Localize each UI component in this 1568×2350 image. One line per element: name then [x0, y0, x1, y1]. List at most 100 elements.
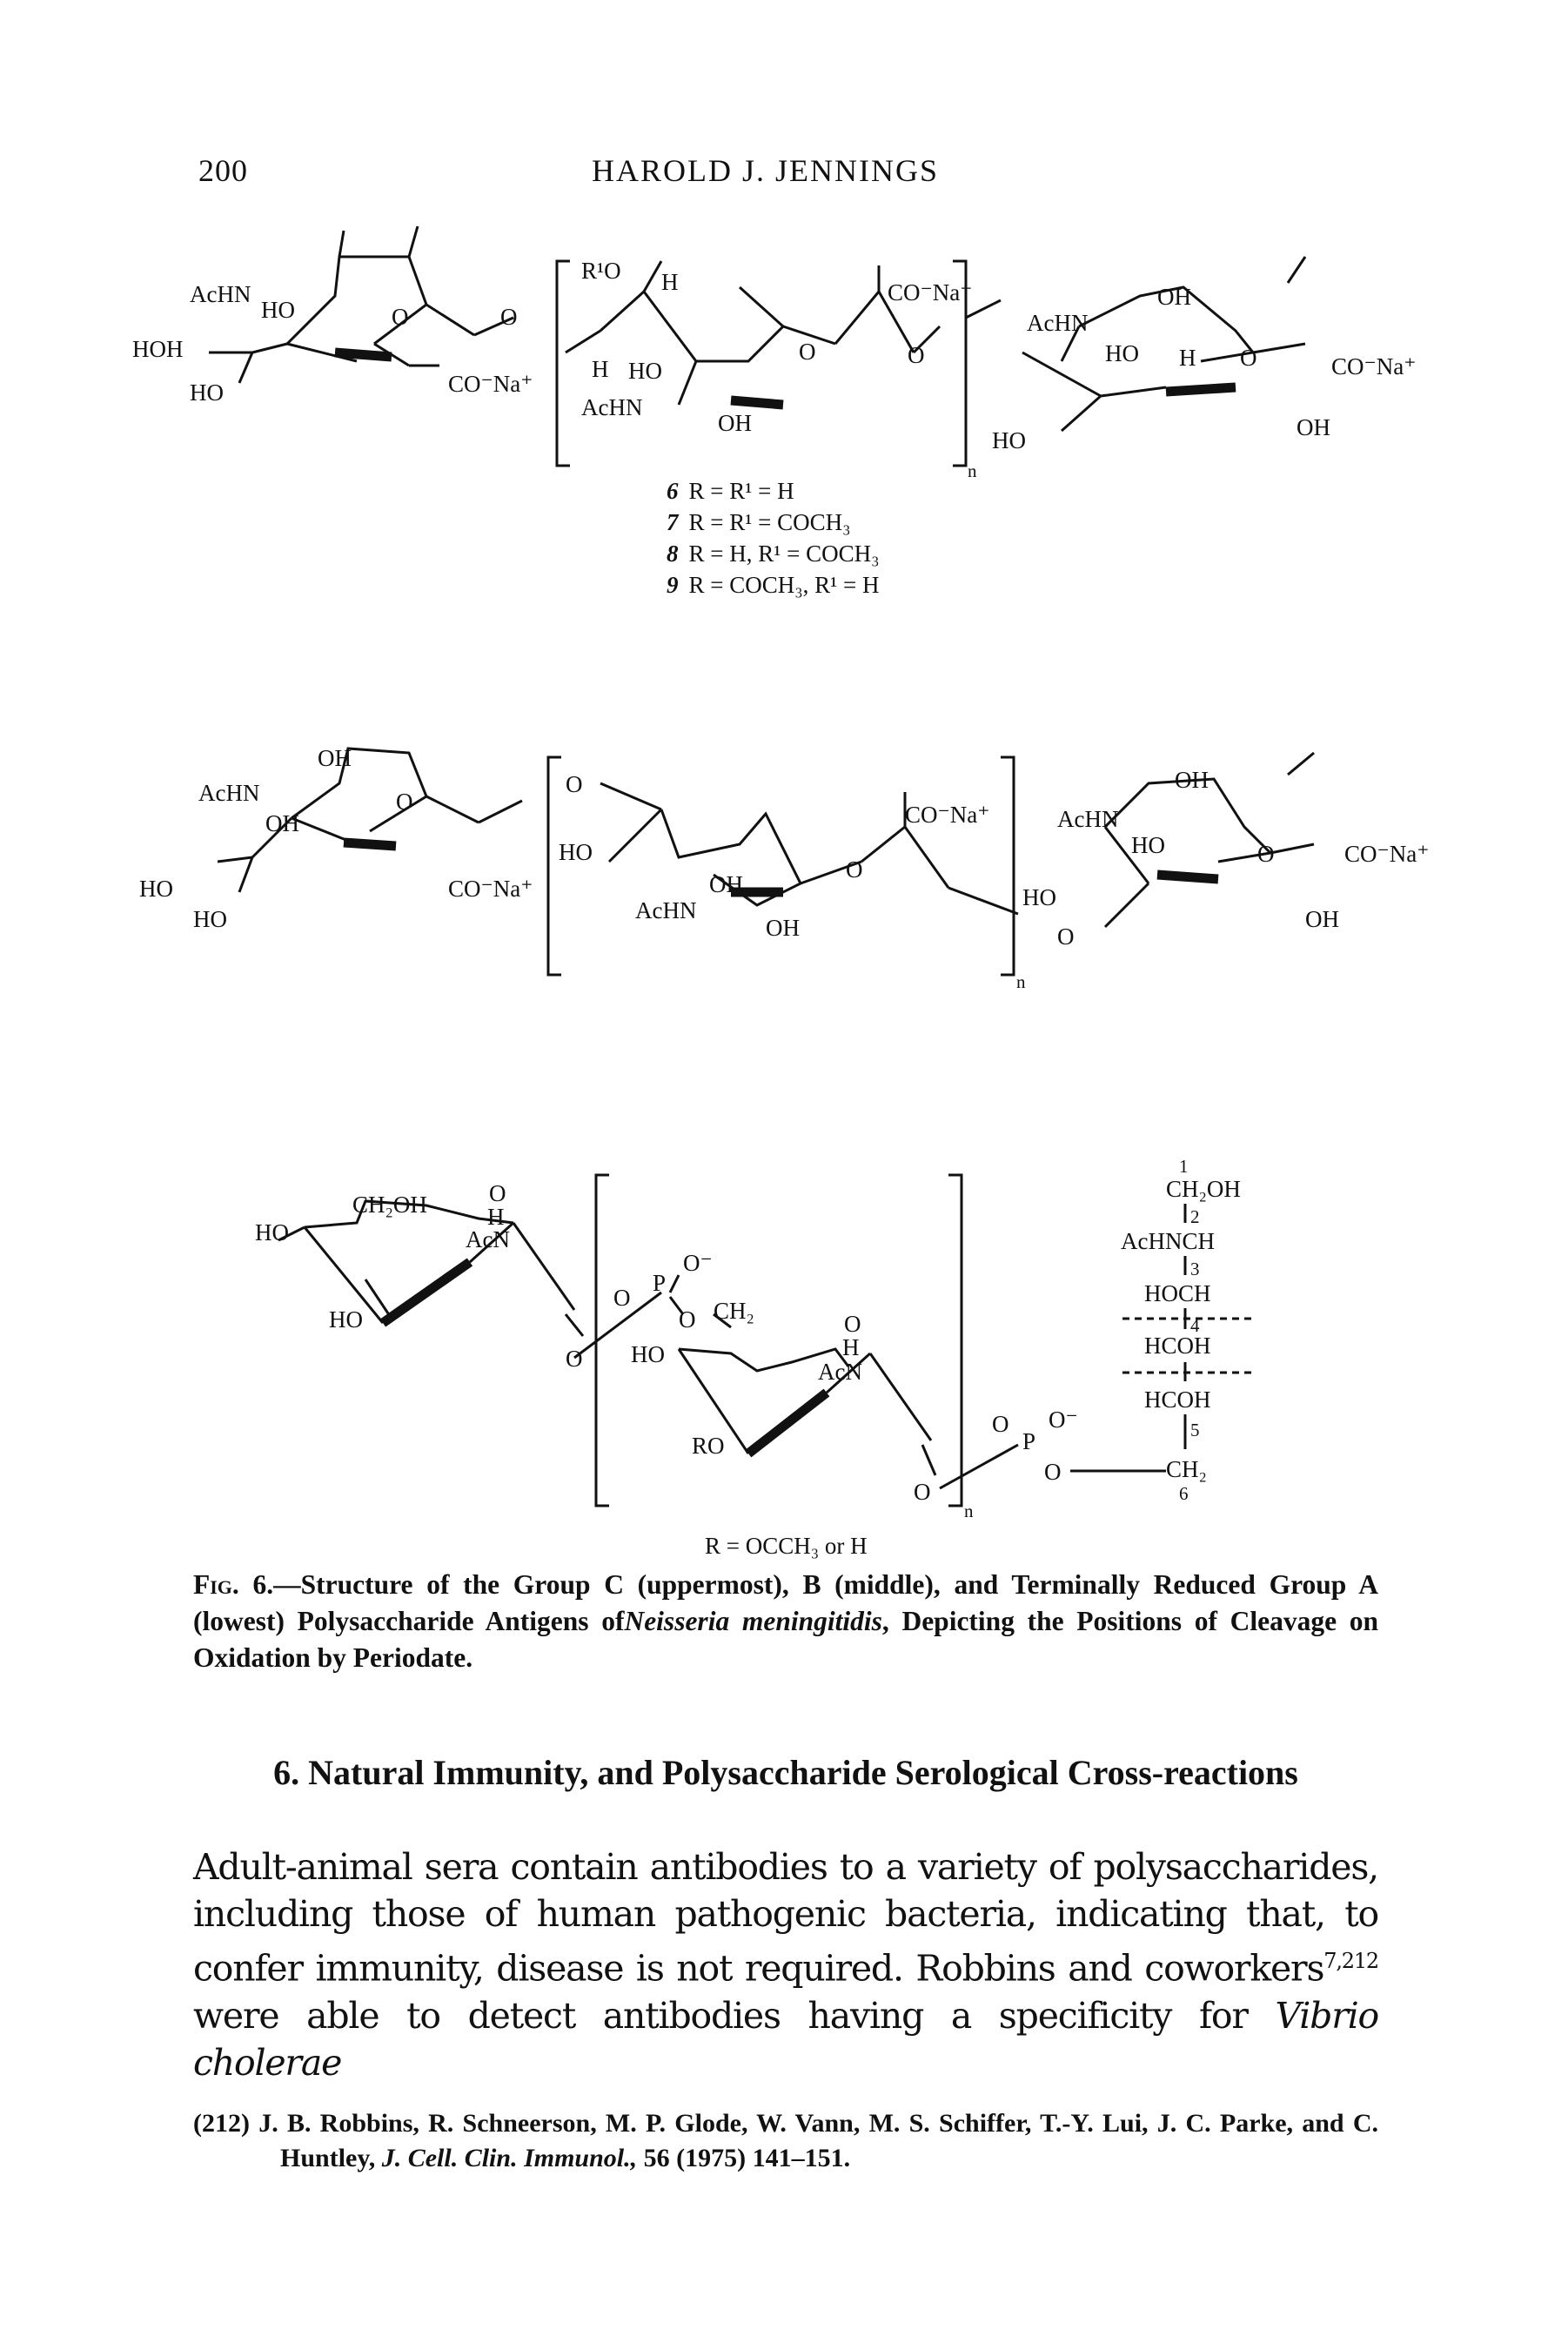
r-definition: R = OCCH₃ or H — [705, 1533, 868, 1559]
page-number: 200 — [198, 153, 248, 188]
svg-text:8R = H, R¹ = COCH₃: 8R = H, R¹ = COCH₃ — [667, 540, 880, 567]
label-oh-2: OH — [265, 810, 299, 836]
svg-text:3: 3 — [1190, 1259, 1200, 1279]
r-item-num: 8 — [667, 540, 679, 567]
label-co2na-right: CO⁻Na⁺ — [1331, 353, 1417, 379]
label-o-chain: O — [1044, 1459, 1062, 1485]
figure-caption: Fig. 6.—Structure of the Group C (upperm… — [193, 1567, 1378, 1676]
body-text-middle: were able to detect antibodies having a … — [193, 1994, 1276, 2037]
label-co2na-mid: CO⁻Na⁺ — [905, 802, 990, 828]
label-oh-right-bottom: OH — [1305, 906, 1339, 932]
svg-text:7R = R¹ = COCH₃: 7 R = R¹ = COCH₃ — [667, 509, 851, 535]
label-n: n — [968, 460, 977, 481]
label-r1o: R¹O — [581, 258, 621, 284]
label-h: H — [661, 269, 679, 295]
label-hoch: HOCH — [1144, 1280, 1211, 1306]
svg-text:1: 1 — [1179, 1156, 1189, 1177]
label-h: H — [487, 1204, 505, 1230]
svg-text:2: 2 — [1190, 1206, 1200, 1227]
label-ch2-bottom: CH₂ — [1166, 1456, 1207, 1482]
label-ho-2: HO — [329, 1306, 363, 1333]
label-o-minus1: O⁻ — [683, 1250, 713, 1276]
r-item-num: 6 — [667, 478, 679, 504]
label-p1: P — [653, 1270, 666, 1296]
label-ho: HO — [139, 876, 173, 902]
svg-text:6: 6 — [1179, 1483, 1189, 1504]
body-species: Vibrio cholerae — [193, 1994, 1379, 2084]
label-achn-right: AcHN — [1057, 806, 1118, 832]
label-ho-right: HO — [1105, 340, 1139, 366]
label-ho-2: HO — [190, 379, 224, 406]
label-oh-mid-2: OH — [766, 915, 800, 941]
label-oh-mid: OH — [718, 410, 752, 436]
label-achn-mid: AcHN — [581, 394, 642, 420]
label-oh: OH — [318, 745, 352, 771]
label-ho-mid: HO — [559, 839, 593, 865]
label-n: n — [964, 1501, 974, 1521]
section-title: 6. Natural Immunity, and Polysaccharide … — [273, 1753, 1298, 1792]
svg-text:5: 5 — [1190, 1420, 1200, 1440]
label-achn-right: AcHN — [1027, 310, 1088, 336]
r-item-text: R = R¹ = COCH₃ — [689, 509, 851, 535]
svg-text:9R = COCH₃, R¹ = H: 9 R = COCH₃, R¹ = H — [667, 572, 880, 598]
label-achn: AcHN — [190, 281, 251, 307]
label-hcoh-2: HCOH — [1144, 1386, 1211, 1413]
caption-text: —Structure of the Group C (uppermost), B… — [193, 1569, 1378, 1636]
footnote-authors: J. B. Robbins, R. Schneerson, M. P. Glod… — [258, 2109, 1379, 2172]
label-ho-right-2: HO — [1022, 884, 1056, 910]
structure-group-c: AcHN HO HOH HO CO⁻Na⁺ O O R¹O H H HO AcH… — [132, 225, 1417, 598]
r-item-num: 7 — [667, 509, 680, 535]
label-ho: HO — [255, 1219, 289, 1246]
running-head: HAROLD J. JENNINGS — [592, 153, 940, 188]
body-text: Adult-animal sera contain antibodies to … — [193, 1846, 1379, 1990]
label-co2na: CO⁻Na⁺ — [448, 371, 533, 397]
label-co2na-right: CO⁻Na⁺ — [1344, 841, 1430, 867]
svg-text:O: O — [799, 339, 816, 365]
label-h-right: H — [1179, 345, 1196, 371]
label-ho: HO — [261, 297, 295, 323]
label-ch2oh-top: CH₂OH — [1166, 1176, 1241, 1202]
label-o-link: O — [566, 1346, 583, 1372]
label-acn: AcN — [466, 1226, 510, 1252]
svg-text:O: O — [392, 304, 409, 330]
label-oh-right: OH — [1157, 284, 1191, 310]
body-paragraph: Adult-animal sera contain antibodies to … — [193, 1843, 1379, 2086]
label-acn-mid: AcN — [818, 1359, 862, 1385]
svg-text:6R = R¹ = H: 6R = R¹ = H — [667, 478, 794, 504]
label-o-link-mid: O — [914, 1479, 931, 1505]
svg-text:4: 4 — [1190, 1315, 1200, 1336]
footnote-journal: J. Cell. Clin. Immunol., — [381, 2144, 638, 2172]
label-co2na-mid: CO⁻Na⁺ — [888, 279, 973, 306]
label-ho-mid: HO — [628, 358, 662, 384]
label-oh-mid: OH — [709, 871, 743, 897]
label-o-right: O — [1057, 923, 1075, 950]
label-ho-right: HO — [1131, 832, 1165, 858]
label-o-minus2: O⁻ — [1049, 1407, 1078, 1433]
label-achnch: AcHNCH — [1121, 1228, 1215, 1254]
label-oh-right: OH — [1175, 767, 1209, 793]
label-o-p2: O — [992, 1411, 1009, 1437]
footnote-number: (212) — [193, 2109, 250, 2138]
label-n: n — [1016, 971, 1026, 992]
label-achn: AcHN — [198, 780, 259, 806]
label-ch2oh: CH₂OH — [352, 1192, 427, 1218]
label-o-ring: O — [489, 1180, 506, 1206]
svg-text:O: O — [846, 856, 863, 883]
label-hcoh: HCOH — [1144, 1333, 1211, 1359]
r-item-text: R = COCH₃, R¹ = H — [689, 572, 880, 598]
svg-text:O: O — [1257, 841, 1275, 867]
label-ho-mid: HO — [631, 1341, 665, 1367]
caption-text-end: , Depicting the Positions of Cleavage on… — [193, 1606, 1378, 1673]
svg-text:O: O — [1240, 345, 1257, 371]
label-h-2: H — [592, 356, 609, 382]
r-item-num: 9 — [667, 572, 679, 598]
label-hoh2c: HOH — [132, 336, 184, 362]
label-o-bridge: O — [566, 771, 583, 797]
label-o-ring-mid: O — [844, 1311, 861, 1337]
svg-text:O: O — [908, 342, 925, 368]
label-oh-right-bottom: OH — [1297, 414, 1330, 440]
page-header: 200 HAROLD J. JENNINGS — [0, 152, 1568, 205]
label-ro: RO — [692, 1433, 725, 1459]
label-co2na: CO⁻Na⁺ — [448, 876, 533, 902]
